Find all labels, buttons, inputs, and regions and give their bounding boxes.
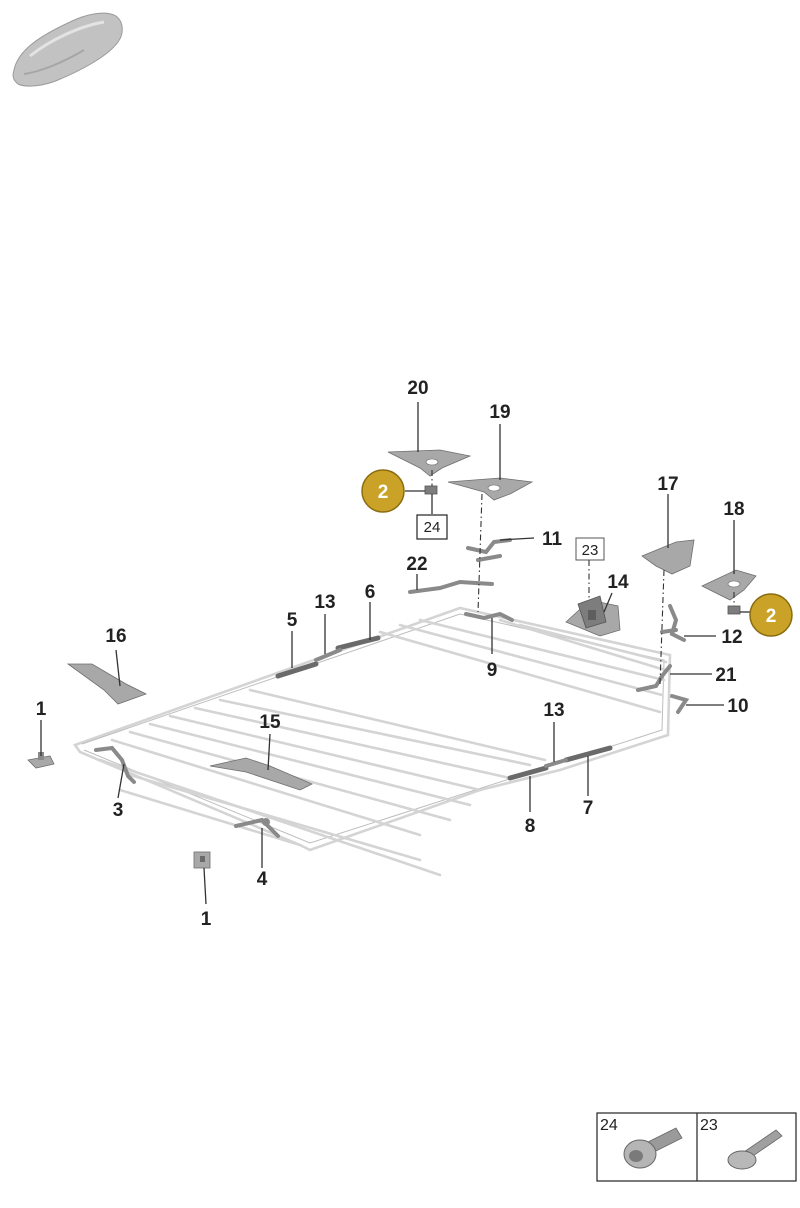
- callout-5: 5: [287, 610, 298, 631]
- roof-frame: [72, 606, 672, 877]
- part-9-hose: [464, 611, 514, 622]
- svg-text:24: 24: [424, 519, 441, 536]
- callout-18: 18: [723, 499, 744, 520]
- part-7-tube: [563, 745, 613, 763]
- part-2-screw-right: [727, 605, 741, 615]
- part-12-hose: [668, 604, 686, 642]
- part-15-panel: [209, 757, 313, 791]
- callout-8: 8: [525, 816, 536, 837]
- legend-label-24: 24: [600, 1117, 618, 1134]
- part-5-tube: [275, 661, 319, 679]
- part-16-panel: [66, 663, 148, 705]
- svg-text:2: 2: [766, 606, 777, 627]
- box-ref-23: 23: [575, 537, 605, 561]
- callout-19: 19: [489, 402, 510, 423]
- flat-head-bolt-icon: [727, 1129, 783, 1170]
- legend-box: 24 23: [596, 1112, 797, 1182]
- callout-22: 22: [406, 554, 427, 575]
- part-2-screw-left: [424, 485, 438, 495]
- callout-12: 12: [721, 627, 742, 648]
- part-13-connector-top: [314, 648, 342, 662]
- callout-21: 21: [715, 665, 737, 686]
- legend-label-23: 23: [700, 1117, 718, 1134]
- part-13-connector-bottom: [544, 758, 568, 768]
- badge-2-left[interactable]: 2: [361, 469, 405, 513]
- callout-1-bottom: 1: [201, 909, 212, 930]
- callout-9: 9: [487, 660, 498, 681]
- torx-bolt-icon: [623, 1127, 683, 1169]
- guide-line-17-21: [659, 569, 665, 685]
- part-21-hose: [636, 664, 672, 692]
- callout-15: 15: [259, 712, 281, 733]
- part-11-hose: [466, 538, 512, 555]
- callout-13-bottom: 13: [543, 700, 564, 721]
- callout-13-top: 13: [314, 592, 335, 613]
- callout-14: 14: [607, 572, 629, 593]
- box-ref-24: 24: [416, 514, 448, 540]
- callout-10: 10: [727, 696, 748, 717]
- part-1-clip-bottom: [193, 851, 211, 869]
- callout-17: 17: [657, 474, 678, 495]
- callout-6: 6: [365, 582, 376, 603]
- part-10-hose: [670, 694, 690, 714]
- callout-4: 4: [257, 869, 268, 890]
- svg-text:2: 2: [378, 482, 389, 503]
- part-14-drive-unit: [565, 595, 621, 637]
- part-6-tube: [335, 635, 381, 651]
- part-17-bracket: [641, 539, 695, 575]
- part-22-hose: [408, 579, 494, 594]
- callout-20: 20: [407, 378, 428, 399]
- callout-16: 16: [105, 626, 126, 647]
- badge-2-right[interactable]: 2: [749, 593, 793, 637]
- guide-line-19-9: [477, 493, 483, 613]
- callout-3: 3: [113, 800, 124, 821]
- car-silhouette-icon: [12, 12, 123, 87]
- callout-7: 7: [583, 798, 594, 819]
- callout-1-left: 1: [36, 699, 47, 720]
- callout-11: 11: [542, 529, 563, 550]
- part-8-tube: [507, 765, 549, 781]
- svg-text:23: 23: [582, 542, 599, 559]
- part-3-hose: [94, 745, 136, 784]
